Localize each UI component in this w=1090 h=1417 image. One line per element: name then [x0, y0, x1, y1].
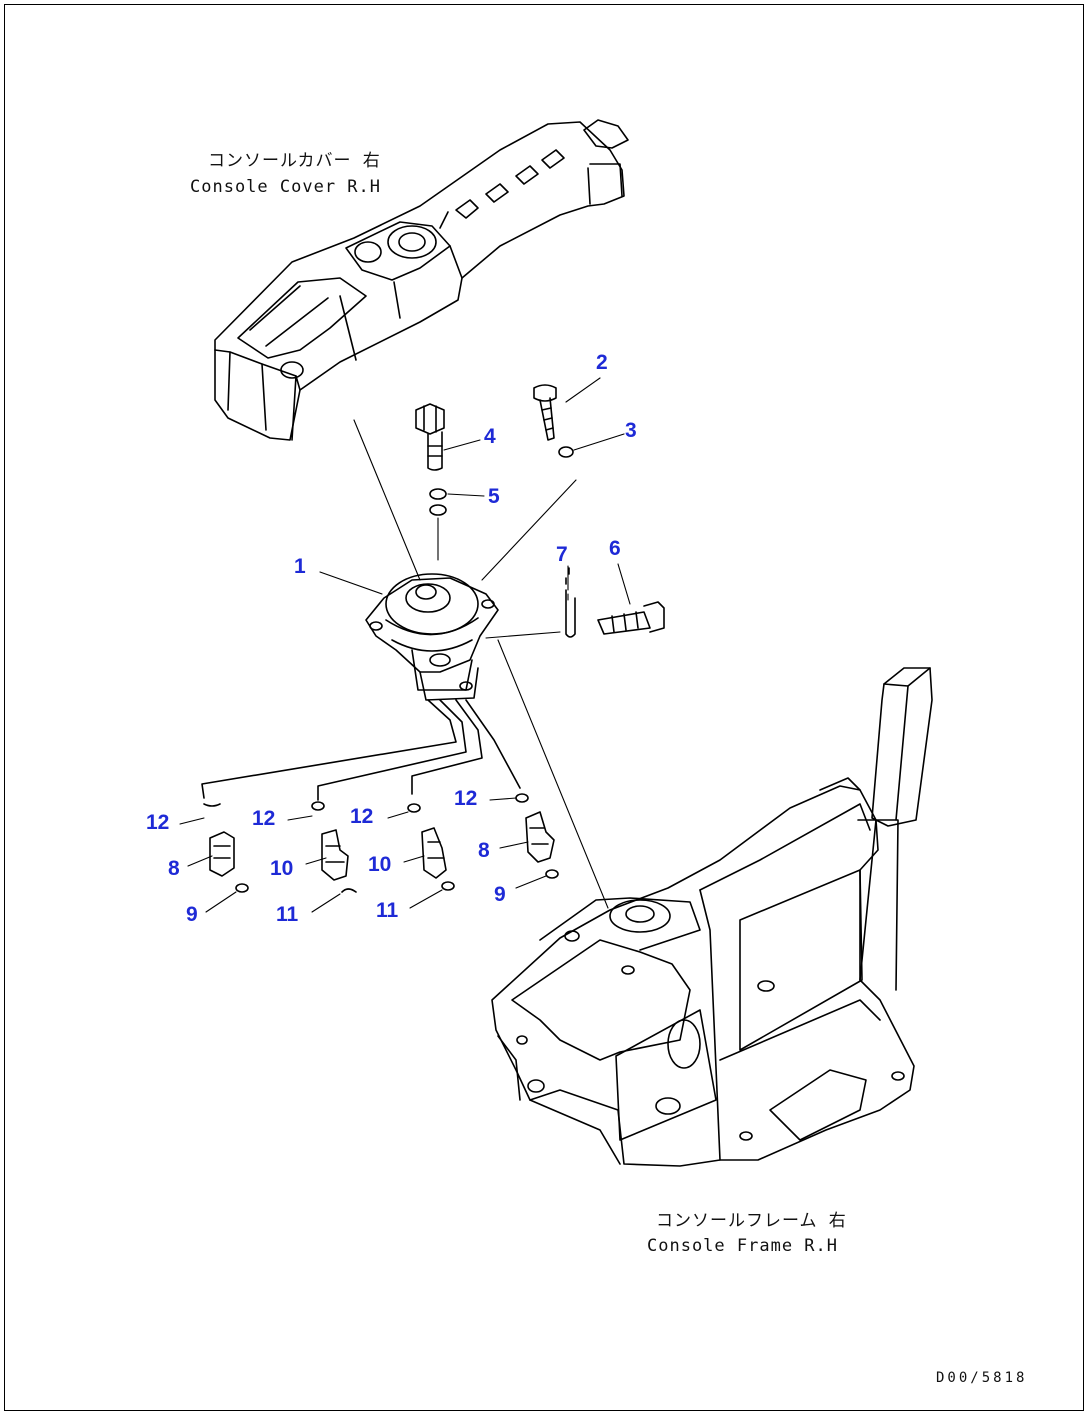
bolt-part-2	[533, 384, 557, 441]
console-frame-label-jp: コンソールフレーム 右	[656, 1211, 847, 1231]
callout-2: 2	[596, 351, 608, 374]
callout-10-b: 10	[368, 853, 392, 876]
bolt-part-6	[597, 601, 665, 635]
callout-leaders	[179, 377, 631, 913]
fittings-8-10	[209, 811, 555, 881]
callout-12-b: 12	[252, 807, 276, 830]
pin-part-7	[565, 567, 576, 638]
callout-5: 5	[488, 485, 500, 508]
console-frame-drawing	[491, 667, 933, 1167]
callout-1: 1	[294, 555, 306, 578]
callout-11-a: 11	[276, 903, 299, 926]
console-cover-label-en: Console Cover R.H	[190, 177, 381, 197]
callout-9-a: 9	[186, 903, 198, 926]
ring-part-5	[429, 488, 447, 500]
drawing-code: D00/5818	[936, 1370, 1028, 1386]
callout-11-b: 11	[376, 899, 399, 922]
callout-8-a: 8	[168, 857, 180, 880]
fittings-row	[203, 793, 529, 813]
drawing-border	[4, 4, 1084, 1411]
callout-6: 6	[609, 537, 621, 560]
ring-part-5b	[429, 504, 447, 516]
callout-12-a: 12	[146, 811, 170, 834]
callout-7: 7	[556, 543, 568, 566]
assembly-lines	[353, 419, 609, 909]
console-cover-label-jp: コンソールカバー 右	[208, 151, 381, 171]
valve-hoses	[201, 699, 521, 801]
callout-4: 4	[484, 425, 496, 448]
pilot-valve-part-1	[365, 573, 499, 701]
console-frame-label-en: Console Frame R.H	[647, 1236, 838, 1256]
callout-12-d: 12	[454, 787, 478, 810]
callout-9-b: 9	[494, 883, 506, 906]
callout-8-b: 8	[478, 839, 490, 862]
o-rings-9-11	[235, 869, 559, 893]
callout-10-a: 10	[270, 857, 294, 880]
callout-12-c: 12	[350, 805, 374, 828]
washer-part-3	[558, 446, 574, 458]
joint-part-4	[415, 403, 445, 471]
console-cover-drawing	[214, 119, 629, 441]
callout-3: 3	[625, 419, 637, 442]
